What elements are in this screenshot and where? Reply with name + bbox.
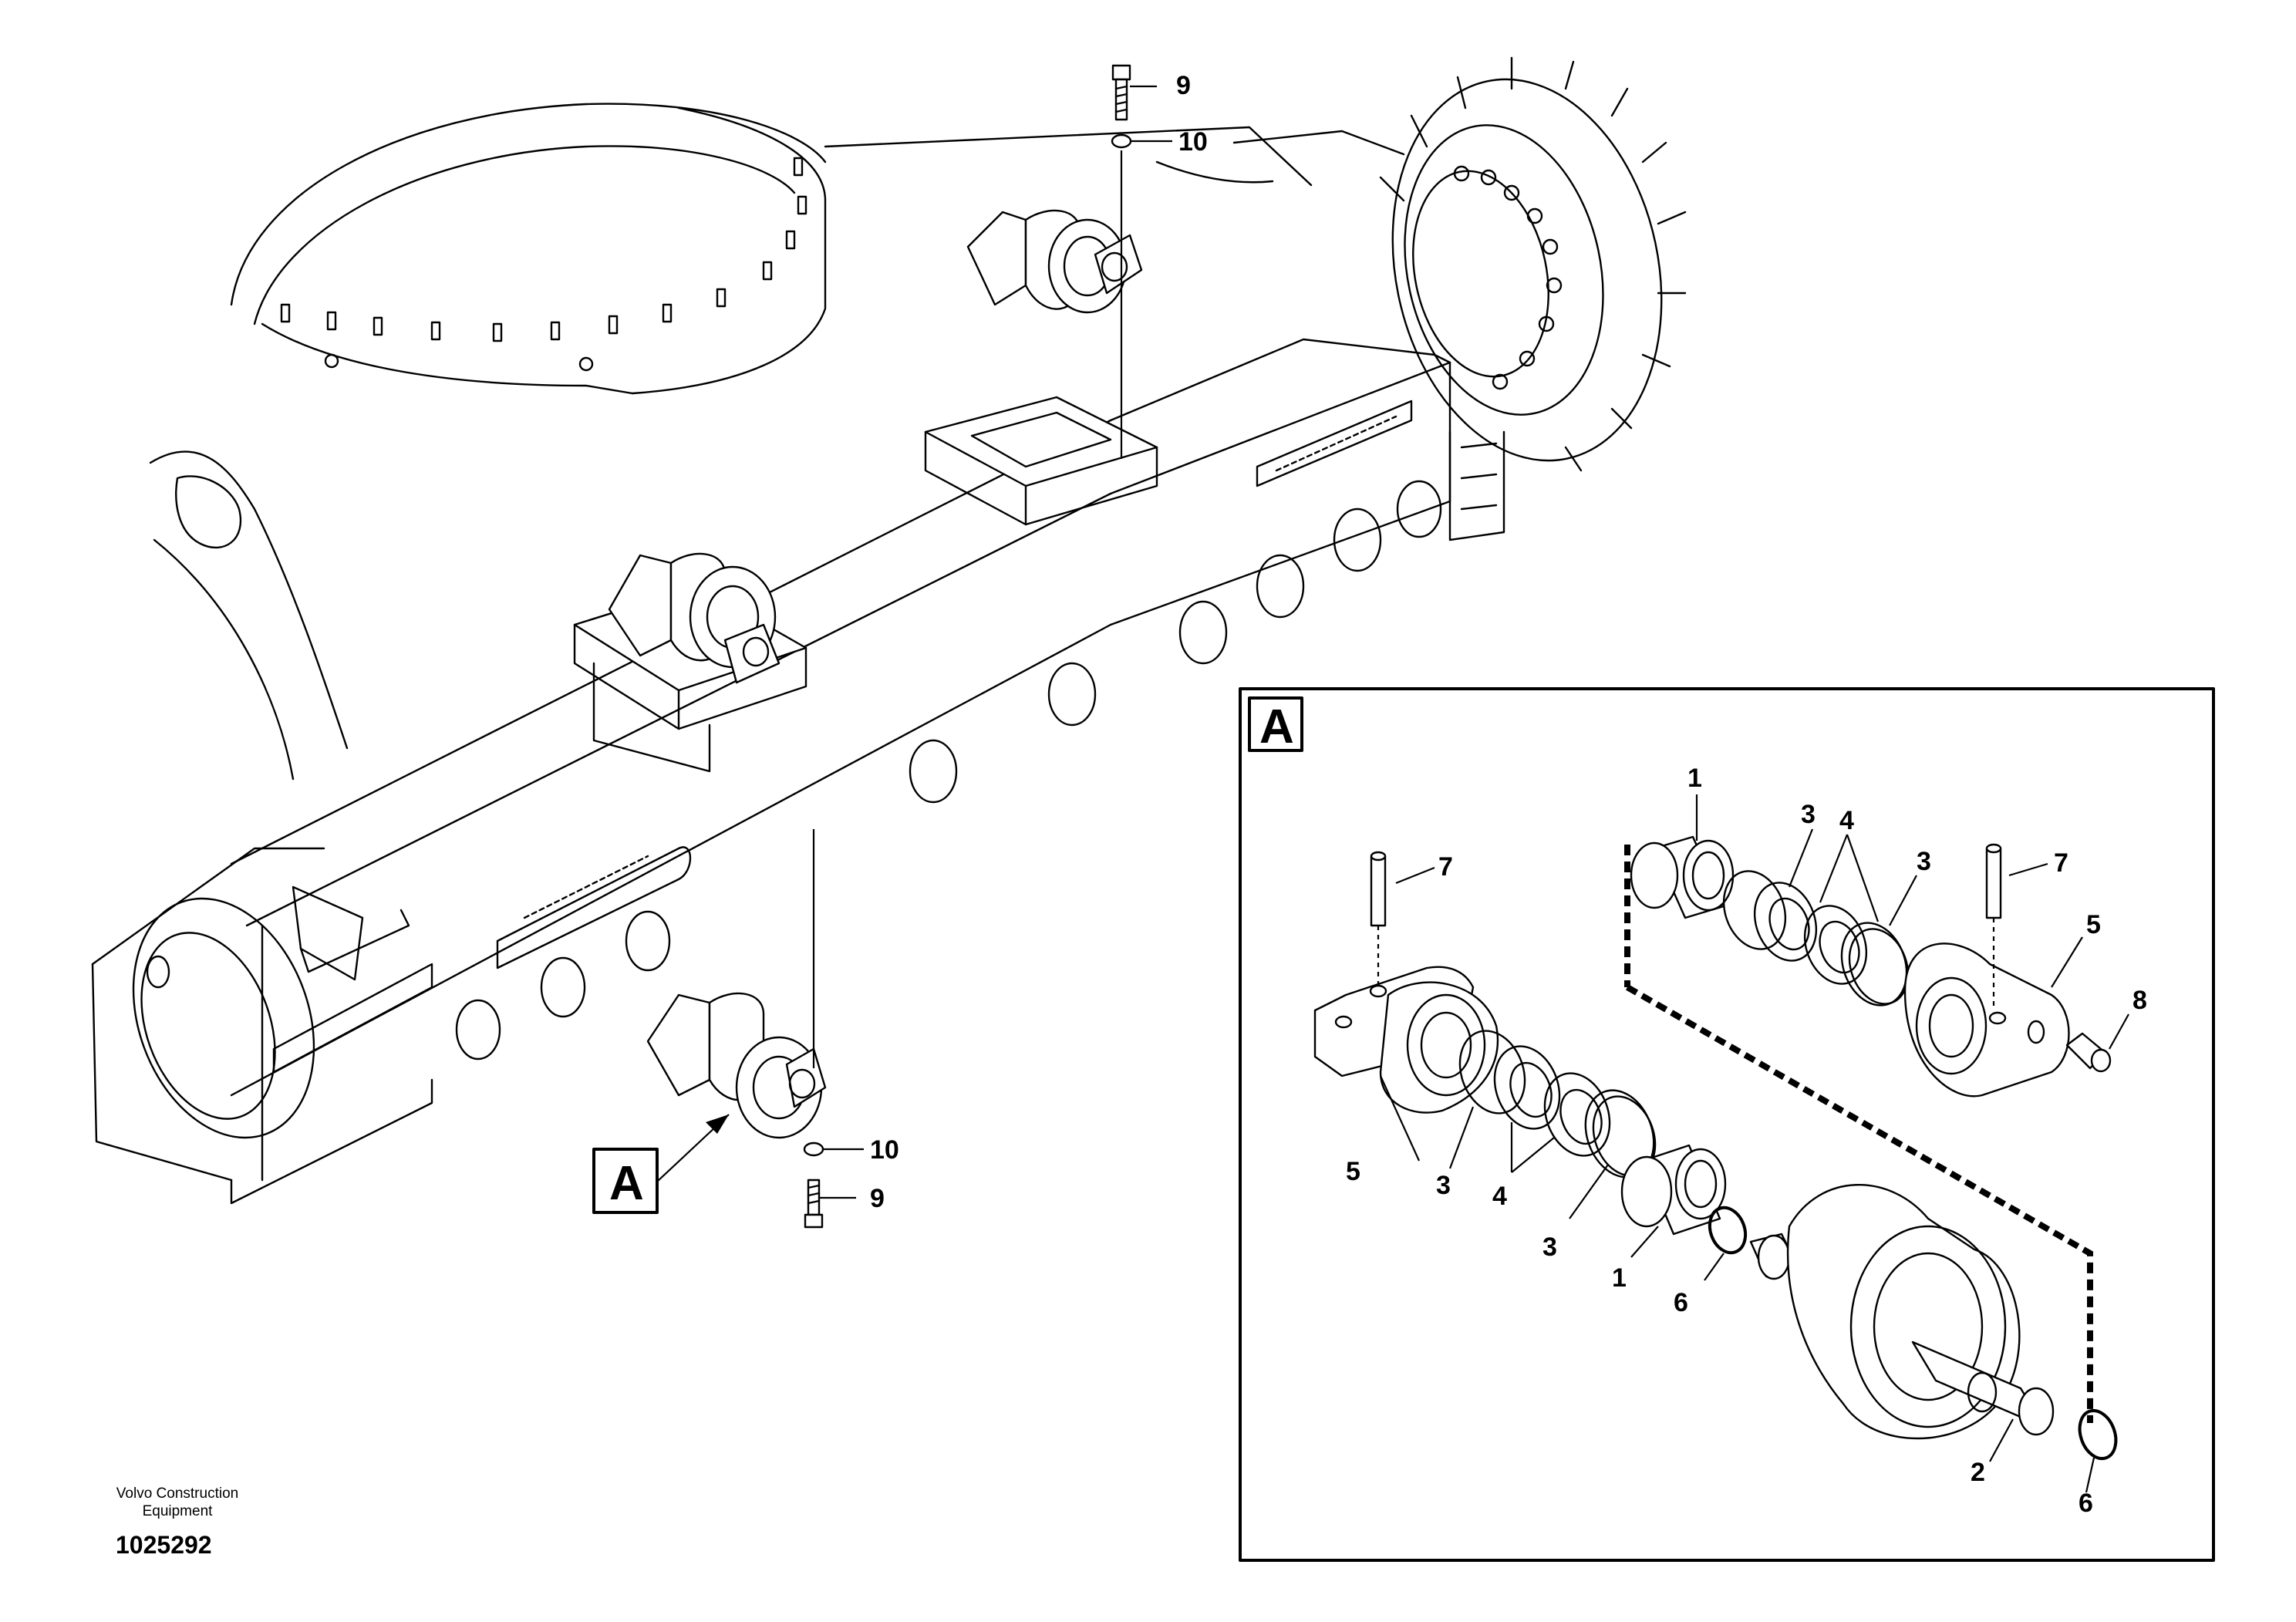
detail-marker-label: A [609,1157,644,1210]
bushing-left [1620,1144,1727,1236]
callout-bracket-right: 5 [2086,910,2101,939]
bolt-top [1111,64,1131,121]
callout-pin-right: 7 [2054,848,2068,878]
callout-floating-left: 4 [1492,1182,1507,1211]
plug [2065,1032,2112,1073]
part-number: 1025292 [116,1531,212,1559]
detail-frame [1239,687,2215,1562]
track-rollers [455,480,1442,1061]
company-name: Volvo Construction Equipment [85,1485,270,1520]
seal-group-top [1722,870,1910,1007]
detail-marker-a: A [592,1114,730,1214]
ring-bolts [280,157,807,372]
callout-washer-top: 10 [1178,127,1208,157]
callout-seal-left-a: 3 [1436,1171,1451,1200]
callout-washer-bottom: 10 [870,1135,899,1165]
callout-plug: 8 [2132,986,2147,1015]
carrier-roller-detail [1749,1184,2055,1440]
bracket-left [1313,966,1499,1114]
callout-seal-left-b: 3 [1542,1233,1557,1262]
callout-bolt-bottom: 9 [870,1184,885,1213]
detail-label: A [1259,700,1294,754]
sprocket [1379,56,1687,472]
oring-left [1708,1206,1748,1255]
oring-right [2078,1409,2118,1460]
carrier-roller-middle [608,552,781,684]
callout-bracket-left: 5 [1346,1157,1360,1186]
bracket-right [1903,943,2070,1098]
pin-left [1370,851,1387,991]
detail-view-a: A [1239,687,2215,1562]
callout-oring-left: 6 [1674,1288,1688,1317]
company-line-1: Volvo Construction [116,1485,239,1502]
bolt-bottom [804,1179,824,1229]
callout-oring-right: 6 [2079,1489,2093,1518]
washer-top [1111,133,1132,149]
detail-leaders [1379,794,2129,1493]
callout-bolt-top: 9 [1176,71,1191,100]
company-line-2: Equipment [142,1503,213,1519]
carrier-roller-top [966,209,1143,314]
callout-shaft: 2 [1971,1458,1985,1487]
front-idler [132,897,315,1139]
detail-label-box [1248,696,1303,752]
callout-seal-top-b: 3 [1917,847,1931,876]
callout-pin-left: 7 [1438,852,1453,882]
callout-bushing-left: 1 [1612,1263,1627,1293]
callout-bushing-top: 1 [1687,764,1702,793]
callout-floating-top: 4 [1839,806,1854,835]
callout-seal-top-a: 3 [1801,800,1816,829]
bushing-top [1630,835,1735,919]
washer-bottom [803,1141,824,1157]
section-boundary [1624,845,2093,1423]
carrier-roller-bottom [646,992,827,1139]
pin-right [1985,843,2002,1010]
